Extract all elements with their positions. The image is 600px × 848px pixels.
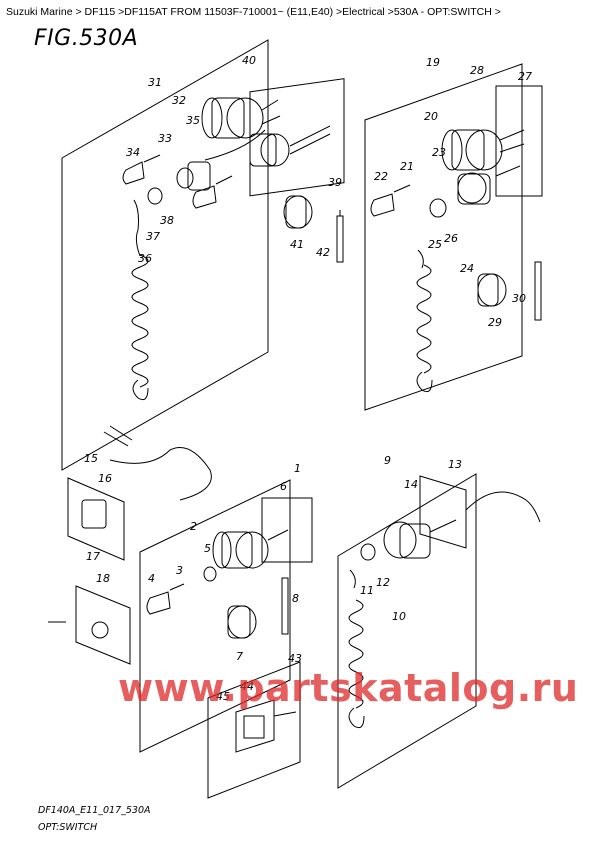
breadcrumb[interactable]: Suzuki Marine > DF115 >DF115AT FROM 1150…: [6, 6, 501, 18]
coiled-lanyard-top-right: [416, 249, 433, 393]
callout-36: 36: [138, 252, 152, 265]
callout-4: 4: [148, 572, 155, 585]
panel-outline-19: [364, 63, 523, 411]
callout-7: 7: [236, 650, 243, 663]
callout-37: 37: [146, 230, 160, 243]
callout-29: 29: [488, 316, 502, 329]
callout-20: 20: [424, 110, 438, 123]
callout-15: 15: [84, 452, 98, 465]
callout-5: 5: [204, 542, 211, 555]
callout-42: 42: [316, 246, 330, 259]
callout-18: 18: [96, 572, 110, 585]
part-callouts: 1234567891011121314151617181920212223242…: [84, 54, 532, 703]
callout-17: 17: [86, 550, 100, 563]
callout-13: 13: [448, 458, 462, 471]
callout-40: 40: [242, 54, 256, 67]
key-34-top: [122, 154, 161, 185]
key-4: [146, 583, 185, 615]
clip-strap-30: [534, 261, 542, 321]
callout-27: 27: [518, 70, 532, 83]
callout-21: 21: [400, 160, 414, 173]
panel-outline-31: [61, 39, 269, 471]
callout-34: 34: [126, 146, 140, 159]
callout-31: 31: [148, 76, 162, 89]
switch-44: [235, 699, 297, 753]
callout-24: 24: [460, 262, 474, 275]
callout-41: 41: [290, 238, 304, 251]
callout-30: 30: [512, 292, 526, 305]
callout-11: 11: [360, 584, 374, 597]
callout-28: 28: [470, 64, 484, 77]
callout-16: 16: [98, 472, 112, 485]
panel-17: [48, 585, 131, 665]
callout-23: 23: [432, 146, 446, 159]
callout-9: 9: [384, 454, 391, 467]
mount-plate-13: [419, 475, 467, 549]
callout-39: 39: [328, 176, 342, 189]
callout-2: 2: [190, 520, 197, 533]
knob-7: [227, 605, 257, 639]
coiled-lanyard-top-left: [131, 187, 163, 401]
coiled-lanyard-bottom-right: [348, 569, 365, 729]
key-34-lower: [192, 175, 233, 209]
clip-strap-42: [336, 210, 344, 263]
switch-assembly-bottom-mid: [203, 529, 289, 582]
callout-19: 19: [426, 56, 440, 69]
key-22: [370, 184, 411, 217]
callout-45: 45: [216, 690, 230, 703]
mount-plate-6: [261, 497, 313, 563]
mount-plate-27: [495, 85, 543, 197]
knob-41: [283, 195, 313, 229]
callout-12: 12: [376, 576, 390, 589]
callout-14: 14: [404, 478, 418, 491]
callout-3: 3: [176, 564, 183, 577]
callout-43: 43: [288, 652, 302, 665]
callout-33: 33: [158, 132, 172, 145]
callout-38: 38: [160, 214, 174, 227]
clip-strap-8: [281, 577, 289, 635]
knob-29: [477, 273, 507, 307]
panel-15: [67, 425, 212, 561]
callout-22: 22: [374, 170, 388, 183]
panel-outline-1: [139, 479, 291, 753]
callout-6: 6: [280, 480, 287, 493]
callout-10: 10: [392, 610, 406, 623]
callout-32: 32: [172, 94, 186, 107]
panel-outline-9: [337, 473, 477, 789]
callout-44: 44: [240, 680, 254, 693]
drawing-code: DF140A_E11_017_530A: [38, 805, 151, 816]
callout-35: 35: [186, 114, 200, 127]
callout-26: 26: [444, 232, 458, 245]
switch-assembly-top-right: [429, 129, 525, 218]
callout-25: 25: [428, 238, 442, 251]
switch-assembly-top-left: [176, 97, 331, 191]
callout-1: 1: [294, 462, 301, 475]
watermark-text: www.partskatalog.ru: [118, 666, 579, 710]
callout-8: 8: [292, 592, 299, 605]
panel-outline-43: [207, 661, 301, 799]
figure-title: FIG.530A: [34, 26, 139, 51]
footer-subtitle: OPT:SWITCH: [38, 822, 98, 833]
switch-assembly-bottom-right: [360, 491, 541, 561]
